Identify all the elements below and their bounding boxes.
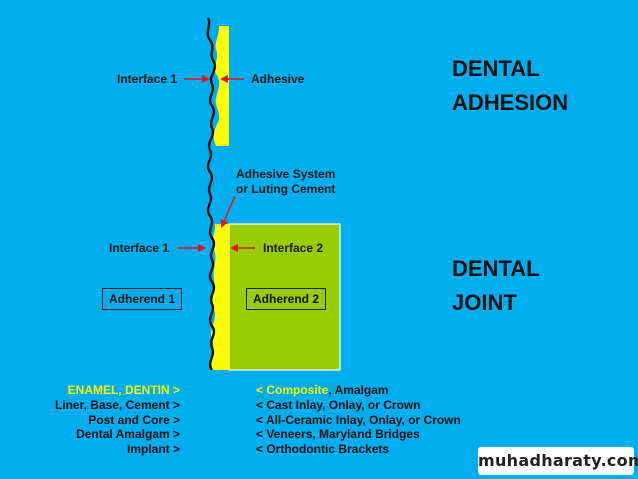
list-item: < All-Ceramic Inlay, Onlay, or Crown xyxy=(256,412,461,427)
adherend2-label: Adherend 2 xyxy=(246,288,327,310)
interface1-top-label: Interface 1 xyxy=(117,72,178,86)
list-item: < Orthodontic Brackets xyxy=(256,442,390,457)
list-item: < Composite, Amalgam xyxy=(256,383,461,398)
interface1-bottom-label: Interface 1 xyxy=(109,241,170,255)
adherend1-label: Adherend 1 xyxy=(102,288,183,310)
list-item-rest: , Amalgam xyxy=(328,383,389,397)
list-item: ENAMEL, DENTIN > xyxy=(67,383,180,397)
watermark: muhadharaty.com xyxy=(478,447,638,475)
arrow-adhesive-system xyxy=(220,195,236,228)
heading-dental-joint-line1: DENTAL xyxy=(452,256,540,281)
adhesive-layer-bottom xyxy=(211,224,229,370)
heading-dental-adhesion-line1: DENTAL xyxy=(452,56,540,81)
tooth-surface-line xyxy=(206,17,217,371)
list-item: < Cast Inlay, Onlay, or Crown xyxy=(256,397,421,412)
adhesive-system-label-line1: Adhesive System xyxy=(236,167,336,181)
interface2-label: Interface 2 xyxy=(263,241,324,255)
restoration-list: < Composite, Amalgam < Cast Inlay, Onlay… xyxy=(256,383,461,457)
list-item: Dental Amalgam > xyxy=(76,427,180,442)
list-item: Liner, Base, Cement > xyxy=(54,397,180,412)
list-item: Implant > xyxy=(126,442,180,457)
list-item-highlight: < Composite xyxy=(256,383,329,397)
heading-dental-adhesion-line2: ADHESION xyxy=(452,90,569,115)
adhesive-layer-top xyxy=(213,26,229,146)
adhesive-label: Adhesive xyxy=(251,72,305,86)
list-item: Post and Core > xyxy=(88,412,180,427)
adherend-list: ENAMEL, DENTIN > Liner, Base, Cement > P… xyxy=(40,383,180,457)
adhesive-system-label-line2: or Luting Cement xyxy=(236,182,336,196)
heading-dental-joint-line2: JOINT xyxy=(452,290,517,315)
list-item: < Veneers, Maryland Bridges xyxy=(256,427,420,442)
